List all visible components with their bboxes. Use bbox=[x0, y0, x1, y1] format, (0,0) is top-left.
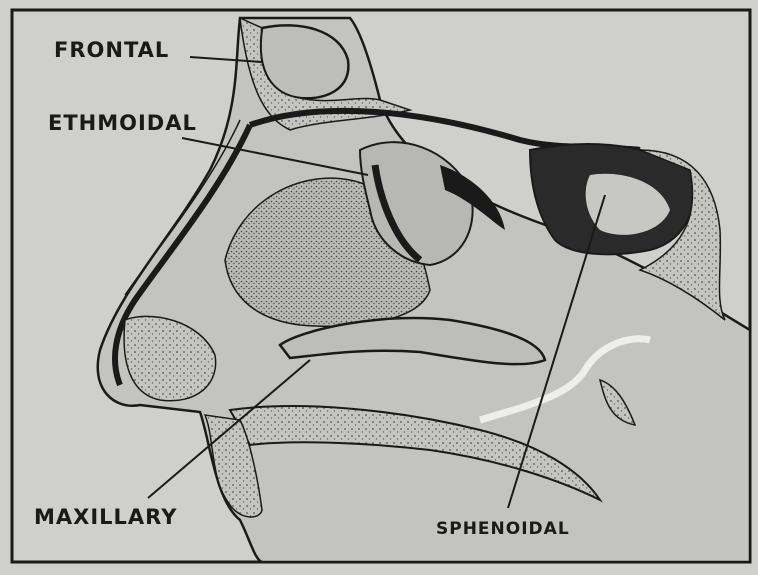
label-frontal: FRONTAL bbox=[54, 38, 169, 62]
label-ethmoidal: ETHMOIDAL bbox=[48, 111, 197, 135]
label-sphenoidal: SPHENOIDAL bbox=[436, 519, 570, 539]
label-maxillary: MAXILLARY bbox=[34, 505, 177, 529]
